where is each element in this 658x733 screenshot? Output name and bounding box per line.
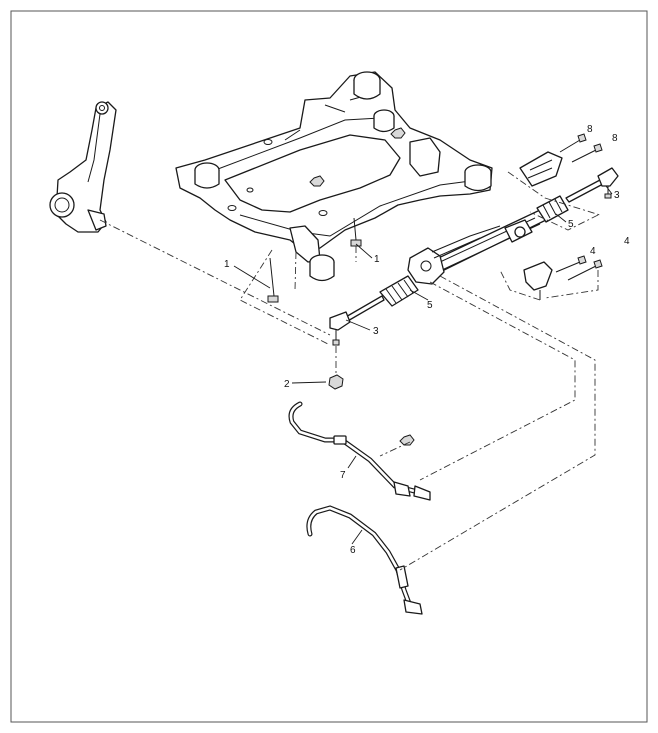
bushing-left [194, 162, 220, 189]
callout-5-right: 5 [568, 219, 574, 230]
tie-rod-end-right [597, 167, 619, 199]
tie-rod-left [343, 295, 385, 323]
frame-nut-center [309, 175, 325, 187]
callout-3-left: 3 [373, 326, 379, 337]
callout-6: 6 [350, 545, 356, 556]
steering-gear-rack [407, 209, 547, 285]
callout-4-lower: 4 [624, 236, 630, 247]
callout-8-upper: 8 [587, 124, 593, 135]
bushing-rear-right [373, 109, 395, 133]
callout-1-left: 1 [224, 259, 230, 270]
subframe-bolt-left [267, 257, 279, 303]
callout-8-lower: 8 [612, 133, 618, 144]
tie-rod-right [565, 179, 604, 203]
heat-shield-upper [519, 151, 563, 187]
assembly-guide-lines [99, 171, 601, 571]
callout-5-left: 5 [427, 300, 433, 311]
steering-knuckle [49, 101, 117, 233]
bolt-8-lower [571, 143, 603, 163]
bushing-front [309, 254, 335, 282]
rack-boot-left [379, 275, 419, 307]
bushing-rear-left [353, 71, 381, 100]
subframe [175, 71, 493, 263]
callout-2: 2 [284, 379, 290, 390]
tie-rod-end-left [329, 311, 351, 346]
heat-shield-lower [523, 261, 553, 300]
callout-1-right: 1 [374, 254, 380, 265]
bushing-right [464, 164, 492, 192]
pressure-hose [306, 505, 423, 615]
bolt-4-lower [567, 259, 603, 281]
bolt-8-upper [559, 133, 587, 153]
frame-nut-upper [390, 127, 406, 139]
callout-3-right: 3 [614, 190, 620, 201]
callout-7: 7 [340, 470, 346, 481]
diagram-frame [10, 10, 648, 723]
callout-leaders [233, 185, 613, 545]
bolt-4-upper [555, 255, 587, 273]
return-hose [288, 401, 431, 501]
tie-rod-nut [328, 374, 344, 390]
callout-4-upper: 4 [590, 246, 596, 257]
subframe-bolt-right [350, 217, 362, 247]
